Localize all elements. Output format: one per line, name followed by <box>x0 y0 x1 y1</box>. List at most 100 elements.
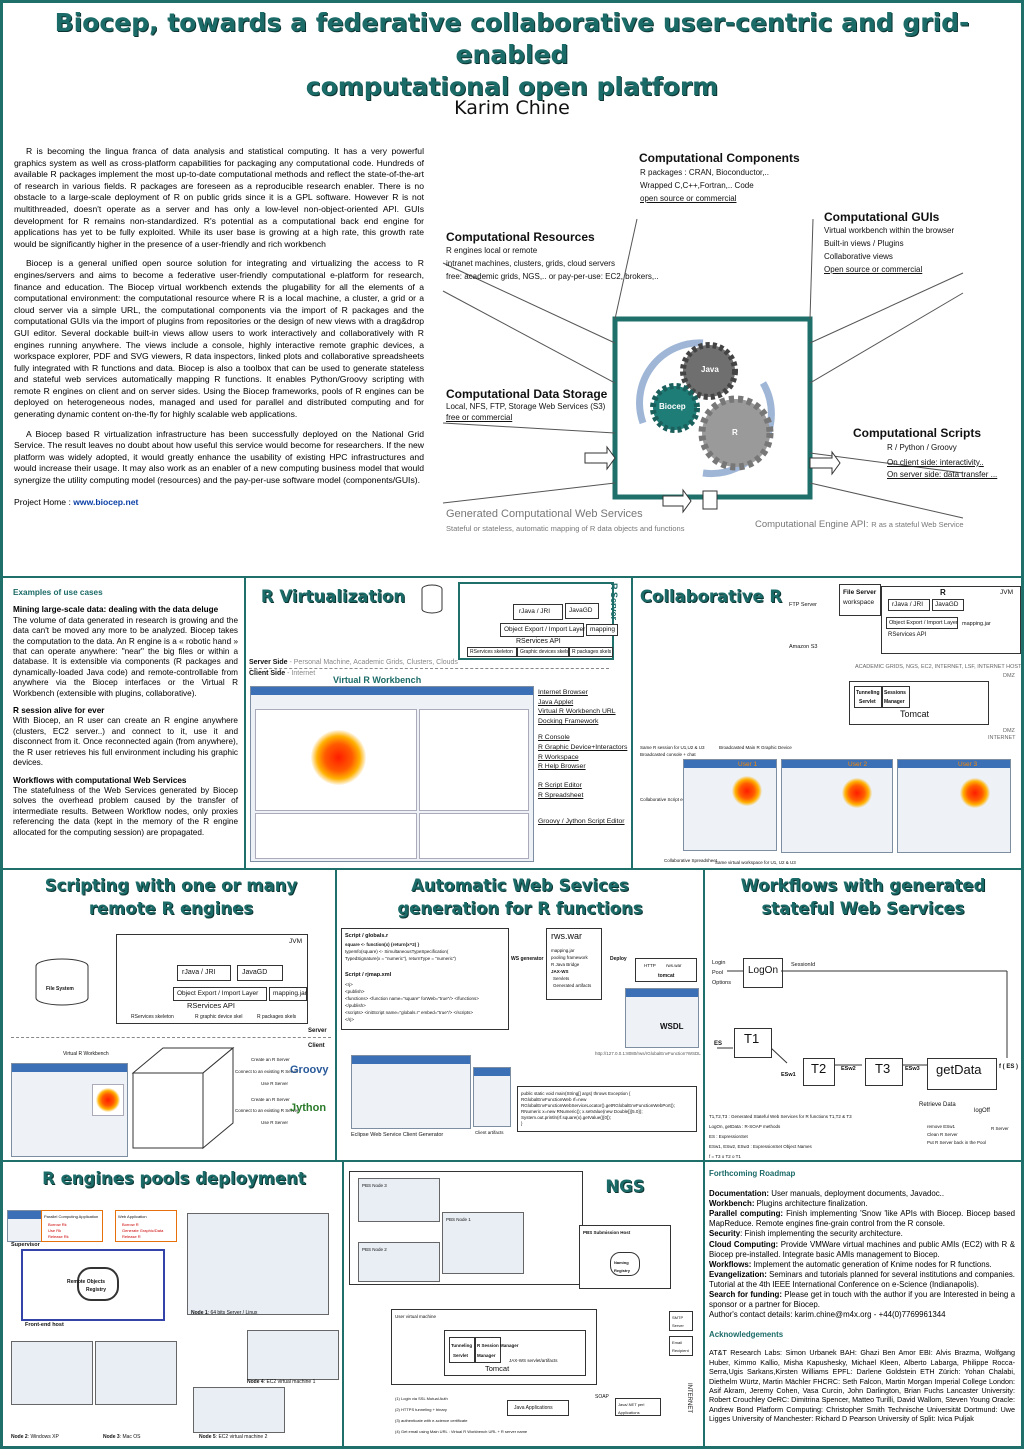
ngs-step-1: (1) Login via SSL Mutual Auth <box>395 1396 448 1401</box>
user-1-screenshot: User 1 <box>683 759 777 851</box>
roadmap-value: User manuals, deployment documents, Java… <box>769 1189 945 1199</box>
roadmap-value: Please get in touch with the author if y… <box>709 1290 1015 1310</box>
opt-3: Use R Server <box>261 1081 289 1086</box>
use-case-1-heading: Mining large-scale data: dealing with th… <box>13 605 219 615</box>
client-artifacts-label: Client artifacts <box>475 1130 504 1135</box>
java-code-box: public static void main(String[] args) t… <box>517 1086 697 1132</box>
roadmap-item: Search for funding: Please get in touch … <box>709 1290 1015 1310</box>
project-home: Project Home : www.biocep.net <box>14 497 424 509</box>
remote-objects-label: Remote Objects <box>67 1279 106 1285</box>
wf-legend-2: LogOn, getData : R-SOAP methods <box>709 1124 781 1129</box>
logon-box: LogOn <box>743 958 783 988</box>
roadmap-value: Finish implementing 'Snow 'like APIs wit… <box>709 1209 1015 1229</box>
naming-registry-label: Naming Registry <box>614 1260 631 1273</box>
divider-row-2 <box>3 868 1021 870</box>
node-5-box <box>193 1387 285 1433</box>
user-1-titlebar <box>684 760 776 768</box>
intro-paragraph-2: Biocep is a general unified open source … <box>14 258 424 420</box>
wf-side-1: remove ESw1 <box>927 1124 956 1129</box>
getdata-label: getData <box>936 1062 982 1077</box>
registry-label: Registry <box>86 1287 107 1293</box>
tomcat-label: Tomcat <box>900 709 930 719</box>
wsdl-titlebar <box>626 989 698 997</box>
storage-title: Computational Data Storage <box>446 387 608 401</box>
roadmap-item: Evangelization: Seminars and tutorials p… <box>709 1270 1015 1290</box>
gear-java: Java <box>701 365 719 374</box>
java-apps-box: Java Applications <box>507 1400 569 1416</box>
parallel-app-item-3: Release Rk <box>48 1234 69 1239</box>
javagd-box: JavaGD <box>565 603 599 619</box>
wf-legend-1: T1,T2,T3 : Generated Stateful Web Servic… <box>709 1114 852 1119</box>
link-workbench-url: Virtual R Workbench URL <box>538 708 616 715</box>
collab-r-label: R <box>940 588 946 597</box>
tunneling-box: Tunneling Servlet <box>854 686 882 708</box>
java-code-2: RGlobalEnvFunctionWeb rf=new <box>521 1097 587 1102</box>
workbench-title: Virtual R Workbench <box>333 675 422 685</box>
xml-line-3: <functions> <function name="square" forW… <box>345 996 479 1001</box>
wf-esw2: ESw2 <box>841 1066 856 1072</box>
author-contact: Author's contact details: karim.chine@m4… <box>709 1310 946 1320</box>
obj-export-box: Object Export / Import Layer <box>500 623 585 637</box>
pbs-node-1: PBS Node 1 <box>442 1212 524 1274</box>
roadmap-item: Workbench: Plugins architecture finaliza… <box>709 1199 1015 1209</box>
roadmap-section: Forthcoming Roadmap Documentation: User … <box>709 1169 1015 1431</box>
mapping-box: mapping <box>586 624 618 636</box>
divider-v2 <box>631 576 633 868</box>
scripts-line-2: On client side: interactivity.. <box>887 458 984 467</box>
engine-api-sub: R as a stateful Web Service <box>871 520 964 529</box>
skel-1-label: RServices skeleton <box>470 649 513 655</box>
tomcat-deploy-label: tomcat <box>658 973 675 979</box>
collab-mapping-label: mapping.jar <box>962 621 991 627</box>
roadmap-key: Workbench: <box>709 1199 755 1209</box>
submission-host-box: PBS Submission Host Naming Registry <box>579 1225 671 1289</box>
java-net-box: Java/.NET perl Applications <box>615 1398 661 1416</box>
roadmap-key: Evangelization: <box>709 1269 767 1279</box>
wf-side-2: Clean R Server <box>927 1132 958 1137</box>
rjava-box: rJava / JRI <box>513 604 563 620</box>
scripting-shot-cloud <box>96 1088 120 1112</box>
t2-box: T2 <box>803 1058 835 1086</box>
scripting-jvm-box: JVM rJava / JRI JavaGD Object Export / I… <box>116 934 308 1024</box>
user-1-label: User 1 <box>738 761 758 768</box>
java-code-4: RNumeric x=new RNumeric(); x.setValue(ne… <box>521 1109 643 1114</box>
roadmap-item: Documentation: User manuals, deployment … <box>709 1189 1015 1199</box>
use-case-3-heading: Workflows with computational Web Service… <box>13 775 187 785</box>
file-server-label: File Server <box>843 589 877 596</box>
supervisor-screenshot <box>7 1210 45 1242</box>
war-box: rws.war mapping.jar pooling framework R … <box>546 928 602 1000</box>
engine-api: Computational Engine API: R as a statefu… <box>755 520 964 530</box>
pbs-cluster-box: PBS Node 3 PBS Node 2 PBS Node 1 <box>349 1171 583 1285</box>
scripting-skel-1: RServices skeleton <box>131 1014 174 1020</box>
wsdl-url: http://127.0.0.1:8080/rws/rGlobalEnvFunc… <box>595 1051 701 1056</box>
wf-r-server: R Server <box>991 1126 1009 1131</box>
amazon-s3-label: Amazon S3 <box>789 644 818 650</box>
collab-rjava-label: rJava / JRI <box>892 601 924 608</box>
use-cases: Examples of use cases Mining large-scale… <box>13 588 238 845</box>
xml-line-2: <publish> <box>345 989 365 994</box>
supervisor-titlebar <box>8 1211 44 1219</box>
t3-box: T3 <box>865 1058 903 1086</box>
collab-export: Object Export / Import Layer <box>886 617 958 629</box>
storage-line-1: Local, NFS, FTP, Storage Web Services (S… <box>446 402 606 411</box>
roadmap-item: Parallel computing: Finish implementing … <box>709 1209 1015 1229</box>
console-pane <box>255 813 417 859</box>
java-code-3: RGlobalEnvFunctionWebServiceLocator().ge… <box>521 1103 675 1108</box>
storage-line-2: free or commercial <box>446 413 513 422</box>
opt-1: Create an R Server <box>251 1057 290 1062</box>
resources-line-2: intranet machines, clusters, grids, clou… <box>446 259 615 268</box>
collab-export-label: Object Export / Import Layer <box>889 620 958 626</box>
resources-title: Computational Resources <box>446 230 595 244</box>
node-4-label: Node 4: EC2 virtual machine 1 <box>247 1378 315 1386</box>
client-artifacts-screenshot <box>473 1067 511 1127</box>
dmz-label-1: DMZ <box>1003 673 1015 679</box>
project-home-link[interactable]: www.biocep.net <box>73 496 139 507</box>
email-label: Email Recipient <box>672 1340 689 1353</box>
client-label: Client <box>308 1043 325 1049</box>
sessions-box: Sessions Manager <box>882 686 910 708</box>
ngs-step-3: (3) authenticate with e-science certific… <box>395 1418 468 1423</box>
file-system-icon <box>35 958 89 1006</box>
servlet-label: Servlet <box>859 699 876 705</box>
guis-line-3: Collaborative views <box>824 252 893 261</box>
guis-line-2: Built-in views / Plugins <box>824 239 904 248</box>
workflow-lines <box>717 970 1008 1066</box>
